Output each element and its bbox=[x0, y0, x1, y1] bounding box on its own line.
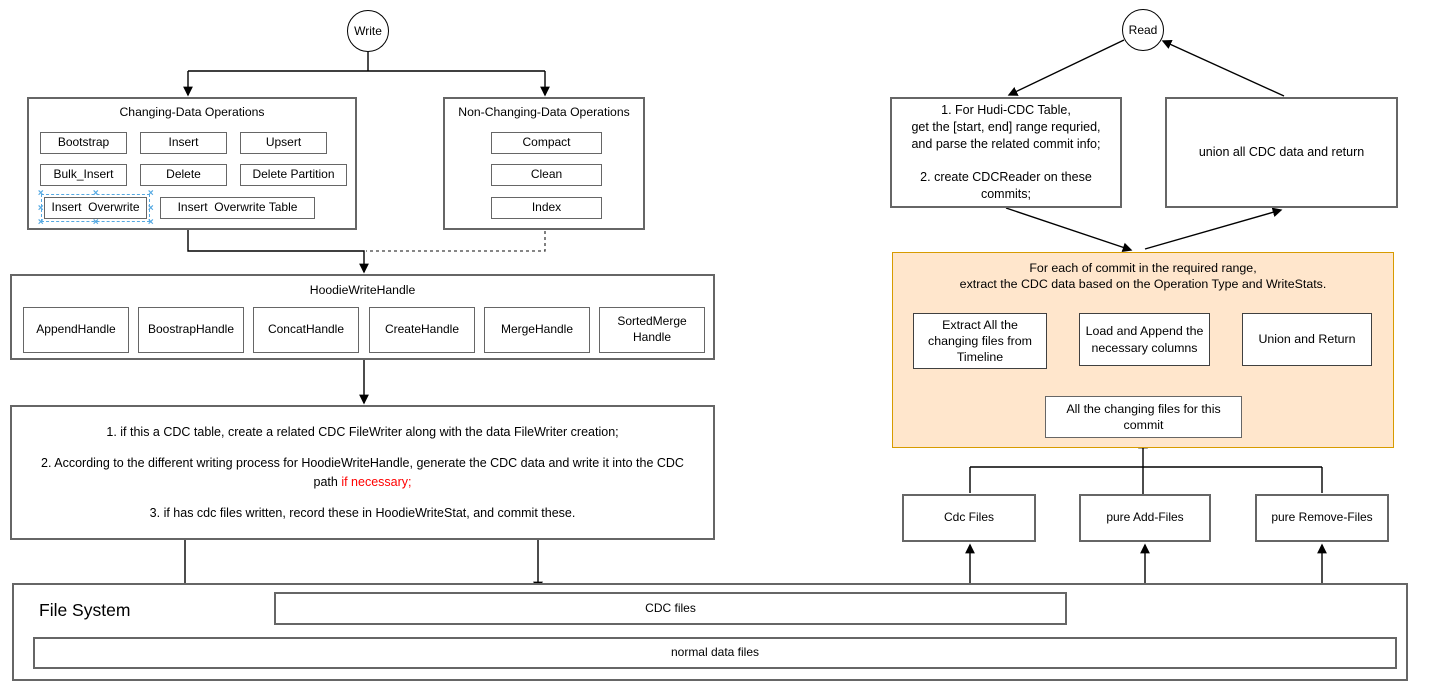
selection-handle-icon[interactable] bbox=[36, 218, 45, 227]
cdc-files-group-box[interactable]: Cdc Files bbox=[902, 494, 1036, 542]
selection-handle-icon[interactable] bbox=[36, 204, 45, 213]
all-changing-files-label: All the changing files for this commit bbox=[1066, 401, 1221, 432]
handle-concat-label: ConcatHandle bbox=[267, 322, 345, 337]
handle-concat[interactable]: ConcatHandle bbox=[253, 307, 359, 353]
fs-cdc-files-label: CDC files bbox=[645, 600, 696, 615]
union-return-label: Union and Return bbox=[1258, 332, 1356, 347]
op-bulk-insert[interactable]: Bulk_Insert bbox=[40, 164, 127, 186]
handle-merge-label: MergeHandle bbox=[500, 322, 574, 337]
op-compact[interactable]: Compact bbox=[491, 132, 602, 154]
op-clean-label: Clean bbox=[530, 167, 563, 182]
read-prepare-text: 1. For Hudi-CDC Table, get the [start, e… bbox=[911, 102, 1101, 202]
op-insert-label: Insert bbox=[168, 135, 199, 150]
write-handle-container[interactable]: HoodieWriteHandle AppendHandle BoostrapH… bbox=[10, 274, 715, 360]
remove-files-group-box[interactable]: pure Remove-Files bbox=[1255, 494, 1389, 542]
handle-boostrap[interactable]: BoostrapHandle bbox=[138, 307, 244, 353]
edge-prepare-to-percommit bbox=[1005, 207, 1133, 252]
extract-changing-files-label: Extract All the changing files from Time… bbox=[928, 317, 1032, 365]
edge-nonchanging-dashed bbox=[366, 231, 546, 252]
write-start-node[interactable]: Write bbox=[347, 10, 389, 52]
add-files-group-label: pure Add-Files bbox=[1106, 510, 1184, 525]
op-insert-overwrite-table-label: Insert Overwrite Table bbox=[177, 200, 298, 215]
edge-percommit-to-union bbox=[1144, 207, 1283, 250]
union-return-box[interactable]: Union and Return bbox=[1242, 313, 1372, 366]
op-insert-overwrite-table[interactable]: Insert Overwrite Table bbox=[160, 197, 315, 219]
op-upsert[interactable]: Upsert bbox=[240, 132, 327, 154]
op-delete-label: Delete bbox=[166, 167, 201, 182]
write-start-label: Write bbox=[354, 24, 382, 38]
read-start-node[interactable]: Read bbox=[1122, 9, 1164, 51]
write-step-2: 2. According to the different writing pr… bbox=[41, 454, 684, 490]
handle-create[interactable]: CreateHandle bbox=[369, 307, 475, 353]
selection-handle-icon[interactable] bbox=[146, 189, 155, 198]
selection-handle-icon[interactable] bbox=[91, 189, 100, 198]
edge-read-to-prepare bbox=[1007, 39, 1125, 96]
per-commit-title: For each of commit in the required range… bbox=[959, 261, 1327, 291]
op-index-label: Index bbox=[531, 200, 562, 215]
op-index[interactable]: Index bbox=[491, 197, 602, 219]
fs-cdc-files-box[interactable]: CDC files bbox=[274, 592, 1067, 625]
selection-handle-icon[interactable] bbox=[36, 189, 45, 198]
changing-ops-container[interactable]: Changing-Data Operations Bootstrap Inser… bbox=[27, 97, 357, 230]
remove-files-group-label: pure Remove-Files bbox=[1271, 510, 1373, 525]
load-append-label: Load and Append the necessary columns bbox=[1085, 324, 1204, 355]
op-upsert-label: Upsert bbox=[265, 135, 302, 150]
op-bulk-insert-label: Bulk_Insert bbox=[53, 167, 114, 182]
write-steps-box[interactable]: 1. if this a CDC table, create a related… bbox=[10, 405, 715, 540]
selection-handle-icon[interactable] bbox=[146, 204, 155, 213]
nonchanging-ops-title: Non-Changing-Data Operations bbox=[458, 105, 630, 119]
edge-union-to-read bbox=[1161, 39, 1285, 97]
fs-normal-files-box[interactable]: normal data files bbox=[33, 637, 1397, 669]
nonchanging-ops-container[interactable]: Non-Changing-Data Operations Compact Cle… bbox=[443, 97, 645, 230]
cdc-files-group-label: Cdc Files bbox=[943, 510, 994, 525]
changing-ops-title: Changing-Data Operations bbox=[119, 105, 265, 119]
write-step-1-text: 1. if this a CDC table, create a related… bbox=[106, 425, 619, 440]
fs-normal-files-label: normal data files bbox=[670, 645, 760, 660]
add-files-group-box[interactable]: pure Add-Files bbox=[1079, 494, 1211, 542]
read-union-text: union all CDC data and return bbox=[1198, 145, 1365, 160]
handle-create-label: CreateHandle bbox=[384, 322, 460, 337]
write-step-2-highlight: if necessary; bbox=[341, 474, 412, 489]
op-bootstrap-label: Bootstrap bbox=[57, 135, 110, 150]
op-delete[interactable]: Delete bbox=[140, 164, 227, 186]
op-bootstrap[interactable]: Bootstrap bbox=[40, 132, 127, 154]
load-append-box[interactable]: Load and Append the necessary columns bbox=[1079, 313, 1210, 366]
handle-sortedmerge[interactable]: SortedMerge Handle bbox=[599, 307, 705, 353]
handle-sortedmerge-label: SortedMerge Handle bbox=[617, 314, 687, 344]
write-step-1: 1. if this a CDC table, create a related… bbox=[106, 423, 618, 441]
op-insert-overwrite[interactable]: Insert Overwrite bbox=[41, 194, 150, 222]
edge-changing-to-handle bbox=[187, 230, 369, 274]
op-clean[interactable]: Clean bbox=[491, 164, 602, 186]
op-compact-label: Compact bbox=[522, 135, 571, 150]
handle-boostrap-label: BoostrapHandle bbox=[147, 322, 235, 337]
file-system-title: File System bbox=[39, 600, 131, 620]
selection-handle-icon[interactable] bbox=[146, 218, 155, 227]
op-delete-partition[interactable]: Delete Partition bbox=[240, 164, 347, 186]
handle-append[interactable]: AppendHandle bbox=[23, 307, 129, 353]
read-prepare-box[interactable]: 1. For Hudi-CDC Table, get the [start, e… bbox=[890, 97, 1122, 208]
per-commit-container[interactable]: For each of commit in the required range… bbox=[892, 252, 1394, 448]
selection-handle-icon[interactable] bbox=[91, 218, 100, 227]
write-step-3-text: 3. if has cdc files written, record thes… bbox=[149, 505, 576, 520]
write-handle-title: HoodieWriteHandle bbox=[309, 283, 416, 297]
handle-merge[interactable]: MergeHandle bbox=[484, 307, 590, 353]
extract-changing-files-box[interactable]: Extract All the changing files from Time… bbox=[913, 313, 1047, 369]
read-start-label: Read bbox=[1128, 23, 1158, 37]
op-insert-overwrite-label: Insert Overwrite bbox=[51, 200, 140, 215]
op-delete-partition-label: Delete Partition bbox=[252, 167, 335, 182]
handle-append-label: AppendHandle bbox=[36, 322, 116, 337]
write-step-2-text: 2. According to the different writing pr… bbox=[41, 456, 684, 489]
write-step-3: 3. if has cdc files written, record thes… bbox=[150, 504, 576, 522]
all-changing-files-box[interactable]: All the changing files for this commit bbox=[1045, 396, 1242, 438]
op-insert[interactable]: Insert bbox=[140, 132, 227, 154]
read-union-box[interactable]: union all CDC data and return bbox=[1165, 97, 1398, 208]
